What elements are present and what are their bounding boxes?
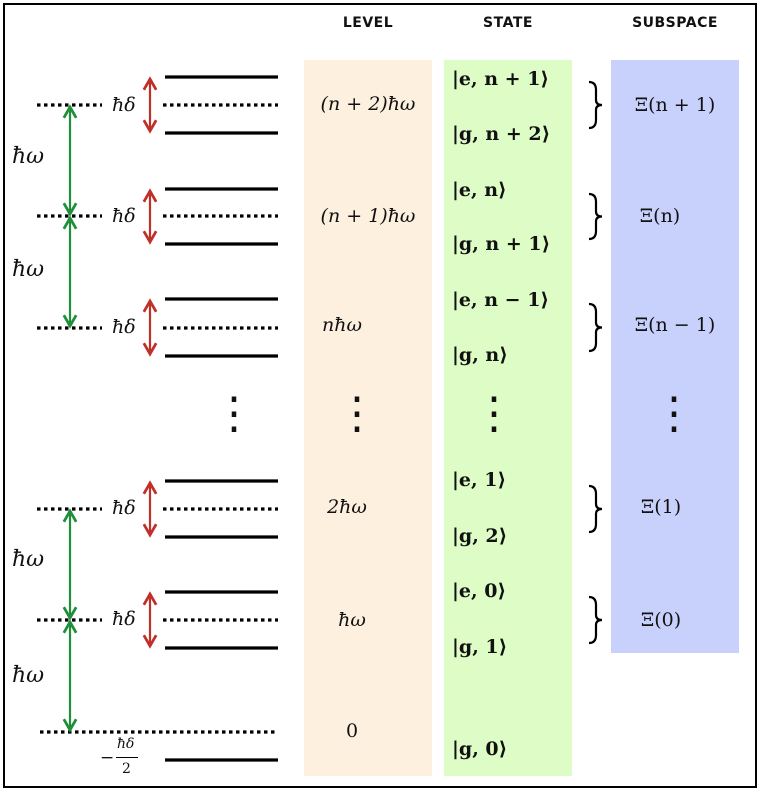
vdots-state-column: ⋮ [472,388,516,439]
state-bottom-row1: |g, n + 1⟩ [452,233,551,255]
state-bottom-row4: |g, 1⟩ [452,636,508,658]
subspace-brace [588,484,603,534]
state-column-background [444,60,572,776]
hbar-delta-label: ħδ [112,497,136,519]
hbar-omega-spacing-label: ħω [12,663,45,688]
level-label-row4: ħω [338,609,366,631]
subspace-label-row0: Ξ(n + 1) [634,94,716,116]
hbar-delta-label: ħδ [112,205,136,227]
state-top-row2: |e, n − 1⟩ [452,289,550,311]
level-label-row1: (n + 1)ħω [320,205,416,227]
ground-state-label: |g, 0⟩ [452,738,508,760]
subspace-header: SUBSPACE [632,15,718,31]
half-delta-denominator: 2 [122,761,131,777]
state-top-row0: |e, n + 1⟩ [452,68,550,90]
hbar-delta-label: ħδ [112,608,136,630]
half-delta-numerator: ħδ [117,736,135,752]
ground-level-label: 0 [345,720,359,742]
subspace-label-row1: Ξ(n) [639,205,681,227]
level-label-row0: (n + 2)ħω [320,93,416,115]
state-header: STATE [483,15,533,31]
hbar-omega-spacing-label: ħω [12,144,45,169]
level-label-row2: nħω [322,314,362,336]
state-bottom-row0: |g, n + 2⟩ [452,123,551,145]
subspace-brace [588,80,603,130]
state-bottom-row2: |g, n⟩ [452,344,508,366]
subspace-brace [588,595,603,645]
subspace-brace [588,192,603,241]
figure-frame [3,3,757,788]
state-top-row4: |e, 0⟩ [452,580,507,602]
hbar-omega-spacing-label: ħω [12,547,45,572]
state-top-row1: |e, n⟩ [452,179,507,201]
vdots-level-column: ⋮ [335,388,379,439]
vdots-subspace-column: ⋮ [652,388,696,439]
subspace-brace [588,302,603,353]
subspace-column-background [611,60,739,653]
level-label-row3: 2ħω [327,496,367,518]
subspace-label-row3: Ξ(1) [640,496,682,518]
subspace-label-row4: Ξ(0) [640,609,682,631]
state-top-row3: |e, 1⟩ [452,469,507,491]
hbar-omega-spacing-label: ħω [12,257,45,282]
vdots-levels: ⋮ [212,388,256,439]
minus-sign: − [100,748,115,768]
level-column-background [304,60,432,776]
level-header: LEVEL [342,15,394,31]
state-bottom-row3: |g, 2⟩ [452,525,508,547]
hbar-delta-label: ħδ [112,94,136,116]
subspace-label-row2: Ξ(n − 1) [634,314,716,336]
fraction-bar [116,757,138,758]
hbar-delta-label: ħδ [112,316,136,338]
